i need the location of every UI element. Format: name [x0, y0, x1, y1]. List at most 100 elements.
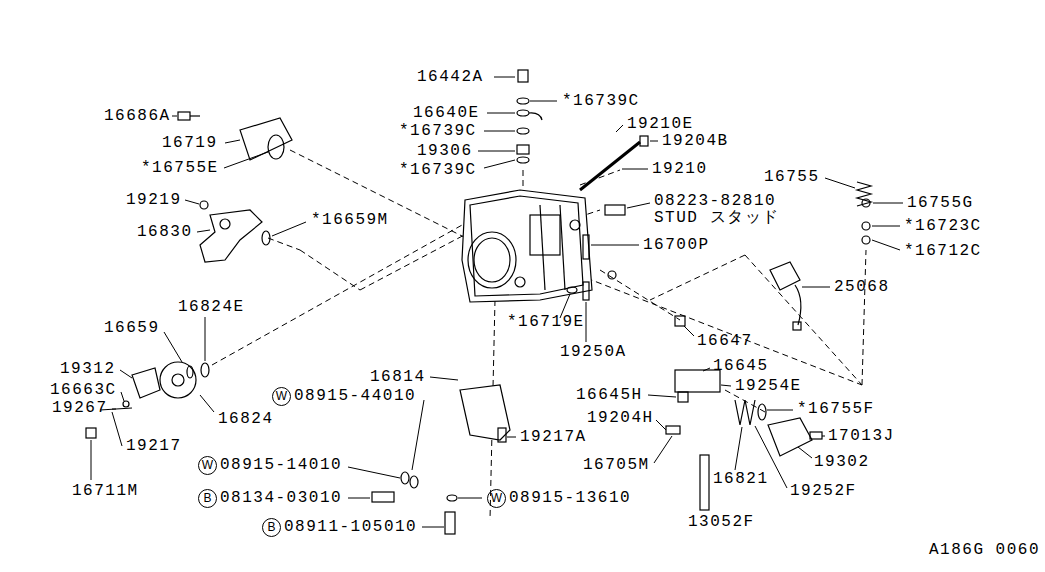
ellipse-shape — [517, 157, 529, 163]
circle-shape — [160, 362, 196, 398]
circled-letter: B — [262, 518, 281, 537]
line-shape — [648, 395, 676, 397]
rect-shape — [86, 428, 96, 438]
line-shape — [735, 427, 742, 470]
ellipse-shape — [517, 110, 529, 116]
callout-number: STUD スタッド — [654, 208, 780, 228]
rect-shape — [605, 205, 625, 215]
callout-number: 16705M — [583, 455, 650, 475]
line-shape — [872, 226, 900, 227]
ellipse-shape — [567, 287, 577, 293]
rect-shape — [640, 136, 648, 146]
callout-number: 19252F — [790, 481, 857, 501]
rect-shape — [445, 512, 455, 534]
line-shape — [586, 302, 587, 342]
line-shape — [190, 115, 200, 116]
rect-shape — [530, 215, 560, 255]
line-shape — [560, 205, 565, 290]
line-shape — [798, 447, 812, 458]
callout-number: *16755E — [141, 158, 219, 178]
callout-number: 16719 — [162, 133, 218, 153]
rect-shape — [810, 432, 822, 439]
circled-letter: B — [198, 489, 217, 508]
callout-number: 19254E — [735, 376, 802, 396]
line-shape — [268, 238, 300, 250]
callout-number: 19302 — [814, 452, 870, 472]
line-shape — [197, 230, 210, 232]
line-shape — [478, 151, 515, 152]
rect-shape — [498, 428, 506, 442]
line-shape — [540, 205, 545, 290]
rect-shape — [518, 70, 528, 82]
path-shape — [580, 142, 640, 190]
callout-number: 16830 — [137, 222, 193, 242]
ellipse-shape — [517, 128, 529, 134]
line-shape — [530, 101, 557, 102]
line-shape — [591, 245, 639, 246]
line-shape — [348, 498, 370, 499]
rect-shape — [372, 492, 394, 502]
circle-shape — [862, 236, 870, 244]
line-shape — [412, 400, 424, 470]
polygon-shape — [462, 190, 592, 302]
circled-letter: W — [198, 456, 217, 475]
circle-shape — [608, 271, 616, 279]
line-shape — [600, 270, 680, 320]
callout-number: *16659M — [311, 210, 389, 230]
line-shape — [200, 395, 214, 412]
line-shape — [458, 498, 482, 499]
circle-shape — [570, 220, 580, 230]
line-shape — [212, 215, 480, 365]
line-shape — [507, 437, 516, 438]
line-shape — [767, 410, 793, 411]
circle-shape — [220, 219, 230, 229]
line-shape — [627, 203, 650, 208]
callout-number: 19217A — [520, 427, 587, 447]
circle-shape — [123, 401, 129, 407]
callout-number: 19267 — [52, 398, 108, 418]
line-shape — [650, 255, 745, 300]
line-shape — [822, 436, 825, 437]
rect-shape — [583, 282, 589, 300]
callout-number: *16723C — [904, 216, 982, 236]
callout-number: 16442A — [417, 67, 484, 87]
ellipse-shape — [187, 366, 193, 378]
line-shape — [484, 160, 515, 168]
line-shape — [224, 152, 268, 168]
callout-number: 16814 — [370, 367, 426, 387]
callout-number: 16645 — [713, 356, 769, 376]
line-shape — [112, 412, 122, 446]
line-shape — [494, 77, 515, 78]
path-shape — [795, 285, 801, 325]
callout-number: 16821 — [713, 469, 769, 489]
ellipse-shape — [468, 232, 516, 288]
line-shape — [656, 420, 666, 430]
circle-shape — [515, 277, 525, 287]
circled-letter: W — [487, 489, 506, 508]
line-shape — [802, 287, 830, 288]
throttle-body — [462, 190, 616, 302]
callout-number: 08911-105010 — [284, 517, 417, 537]
circled-letter: W — [272, 387, 291, 406]
callout-number: 19210E — [627, 114, 694, 134]
ellipse-shape — [262, 231, 270, 245]
line-shape — [872, 240, 900, 250]
ellipse-shape — [410, 476, 418, 488]
rect-shape — [675, 316, 685, 326]
callout-number: 16659 — [104, 318, 160, 338]
rect-shape — [678, 392, 688, 402]
rect-shape — [517, 145, 529, 154]
ellipse-shape — [474, 238, 510, 282]
callout-number: 08134-03010 — [220, 488, 342, 508]
line-shape — [650, 141, 658, 142]
dashed-assembly-lines — [212, 150, 866, 520]
rect-shape — [666, 426, 680, 434]
line-shape — [684, 326, 694, 336]
line-shape — [164, 332, 182, 362]
circle-shape — [862, 222, 870, 230]
path-shape — [529, 113, 542, 120]
line-shape — [185, 200, 199, 204]
ellipse-shape — [517, 98, 529, 104]
line-shape — [91, 440, 92, 480]
line-shape — [348, 467, 400, 478]
